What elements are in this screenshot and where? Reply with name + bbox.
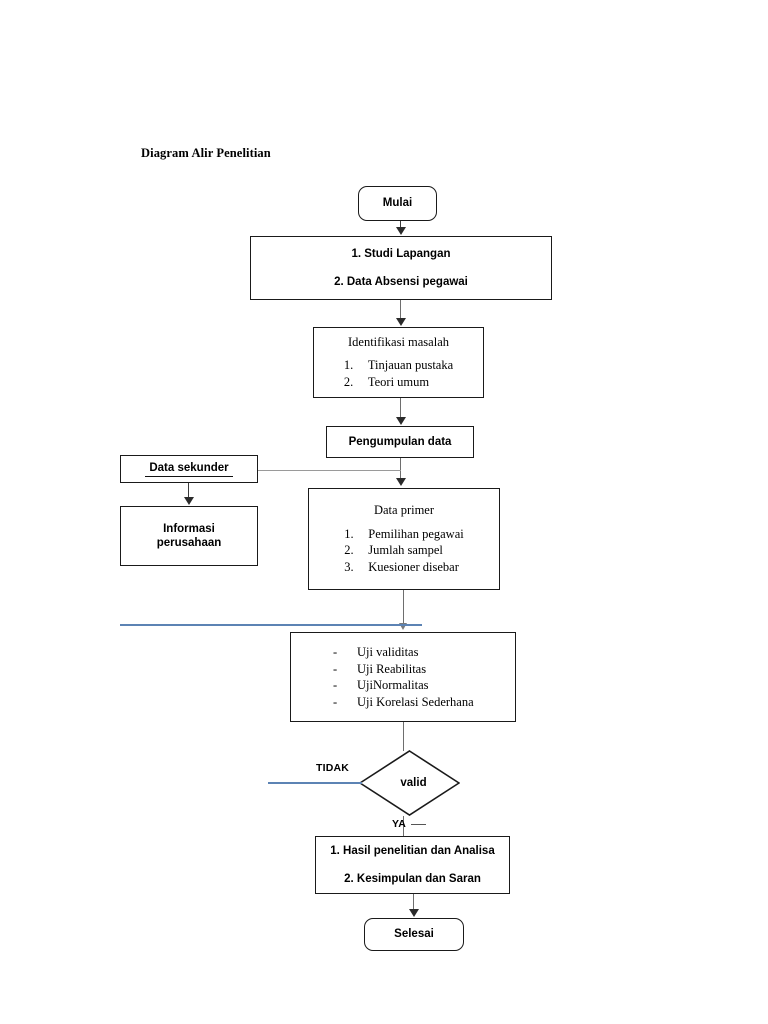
node-data-primer-heading: Data primer: [373, 502, 435, 517]
list-item: 2. Jumlah sampel: [344, 542, 463, 559]
list-text: Jumlah sampel: [368, 543, 443, 558]
connector-decision-to-hasil: [403, 816, 405, 836]
node-studi-lapangan-line2: 2. Data Absensi pegawai: [334, 276, 468, 288]
list-item: 2. Teori umum: [344, 374, 453, 391]
node-identifikasi-heading: Identifikasi masalah: [347, 334, 449, 349]
arrowhead-identifikasi: [396, 318, 406, 326]
diamond-shape: [359, 750, 460, 816]
connector-pengumpulan-to-sekunder: [258, 470, 401, 472]
connector-uji-to-decision: [403, 722, 405, 751]
connector-pengumpulan-stem: [400, 458, 402, 480]
list-item: - Uji Korelasi Sederhana: [333, 694, 474, 711]
edge-label-ya: YA: [392, 818, 407, 830]
node-uji-list: - Uji validitas - Uji Reabilitas - UjiNo…: [333, 644, 474, 710]
node-mulai[interactable]: Mulai: [358, 186, 437, 221]
list-text: Teori umum: [367, 374, 430, 389]
list-item: 3. Kuesioner disebar: [344, 559, 463, 576]
feedback-line-upper: [120, 624, 422, 626]
node-informasi-line2: perusahaan: [156, 537, 222, 549]
list-marker: -: [333, 645, 338, 659]
node-pengumpulan-label: Pengumpulan data: [348, 435, 452, 448]
node-informasi-line1: Informasi: [163, 522, 215, 535]
list-text: Kuesioner disebar: [368, 559, 459, 574]
node-studi-lapangan-line1: 1. Studi Lapangan: [351, 247, 451, 260]
arrowhead-data-primer: [396, 478, 406, 486]
list-text: Uji validitas: [357, 645, 419, 659]
node-uji-tests[interactable]: - Uji validitas - Uji Reabilitas - UjiNo…: [290, 632, 516, 722]
connector-sekunder-to-informasi: [188, 483, 190, 499]
connector-primer-to-uji: [403, 590, 405, 626]
edge-label-tidak: TIDAK: [316, 762, 350, 774]
node-data-primer[interactable]: Data primer 1. Pemilihan pegawai 2. Juml…: [308, 488, 500, 590]
list-marker: -: [333, 661, 338, 676]
list-marker: 2.: [343, 374, 354, 389]
connector-step1-to-identifikasi: [400, 300, 402, 320]
node-decision-valid[interactable]: valid: [359, 750, 460, 816]
list-item: 1. Tinjauan pustaka: [344, 357, 453, 374]
node-data-sekunder[interactable]: Data sekunder: [120, 455, 258, 483]
arrowhead-informasi: [184, 497, 194, 505]
node-decision-label: valid: [400, 777, 427, 789]
list-marker: -: [333, 678, 338, 692]
connector-mulai-to-step1: [400, 221, 402, 230]
list-marker: 1.: [343, 358, 354, 373]
node-identifikasi-masalah[interactable]: Identifikasi masalah 1. Tinjauan pustaka…: [313, 327, 484, 398]
arrowhead-pengumpulan: [396, 417, 406, 425]
connector-identifikasi-to-pengumpulan: [400, 398, 402, 418]
node-data-sekunder-label: Data sekunder: [145, 461, 233, 478]
arrowhead-uji: [399, 623, 407, 630]
node-mulai-label: Mulai: [382, 197, 413, 210]
node-identifikasi-list: 1. Tinjauan pustaka 2. Teori umum: [344, 357, 453, 390]
node-hasil-line1: 1. Hasil penelitian dan Analisa: [330, 844, 495, 857]
node-pengumpulan-data[interactable]: Pengumpulan data: [326, 426, 474, 458]
list-text: Uji Reabilitas: [357, 661, 427, 676]
list-text: Pemilihan pegawai: [368, 526, 464, 541]
ya-dash-mark: [411, 824, 426, 826]
list-item: - UjiNormalitas: [333, 677, 474, 694]
page-title: Diagram Alir Penelitian: [141, 146, 271, 160]
node-selesai[interactable]: Selesai: [364, 918, 464, 951]
node-selesai-label: Selesai: [394, 928, 434, 941]
list-item: 1. Pemilihan pegawai: [344, 526, 463, 543]
node-hasil-penelitian[interactable]: 1. Hasil penelitian dan Analisa 2. Kesim…: [315, 836, 510, 894]
node-studi-lapangan[interactable]: 1. Studi Lapangan 2. Data Absensi pegawa…: [250, 236, 552, 300]
arrowhead-selesai: [409, 909, 419, 917]
list-text: UjiNormalitas: [357, 678, 429, 692]
connector-hasil-to-selesai: [413, 894, 415, 911]
node-informasi-perusahaan[interactable]: Informasi perusahaan: [120, 506, 258, 566]
node-data-primer-list: 1. Pemilihan pegawai 2. Jumlah sampel 3.…: [344, 526, 463, 576]
list-marker: 1.: [344, 526, 354, 541]
list-marker: -: [333, 694, 338, 709]
list-item: - Uji validitas: [333, 644, 474, 661]
arrowhead-step1: [396, 227, 406, 235]
list-text: Uji Korelasi Sederhana: [357, 694, 474, 709]
node-hasil-line2: 2. Kesimpulan dan Saran: [344, 873, 481, 885]
list-text: Tinjauan pustaka: [367, 358, 454, 373]
list-marker: 2.: [344, 543, 354, 558]
list-marker: 3.: [344, 559, 354, 574]
feedback-line-lower: [268, 782, 362, 784]
list-item: - Uji Reabilitas: [333, 661, 474, 678]
